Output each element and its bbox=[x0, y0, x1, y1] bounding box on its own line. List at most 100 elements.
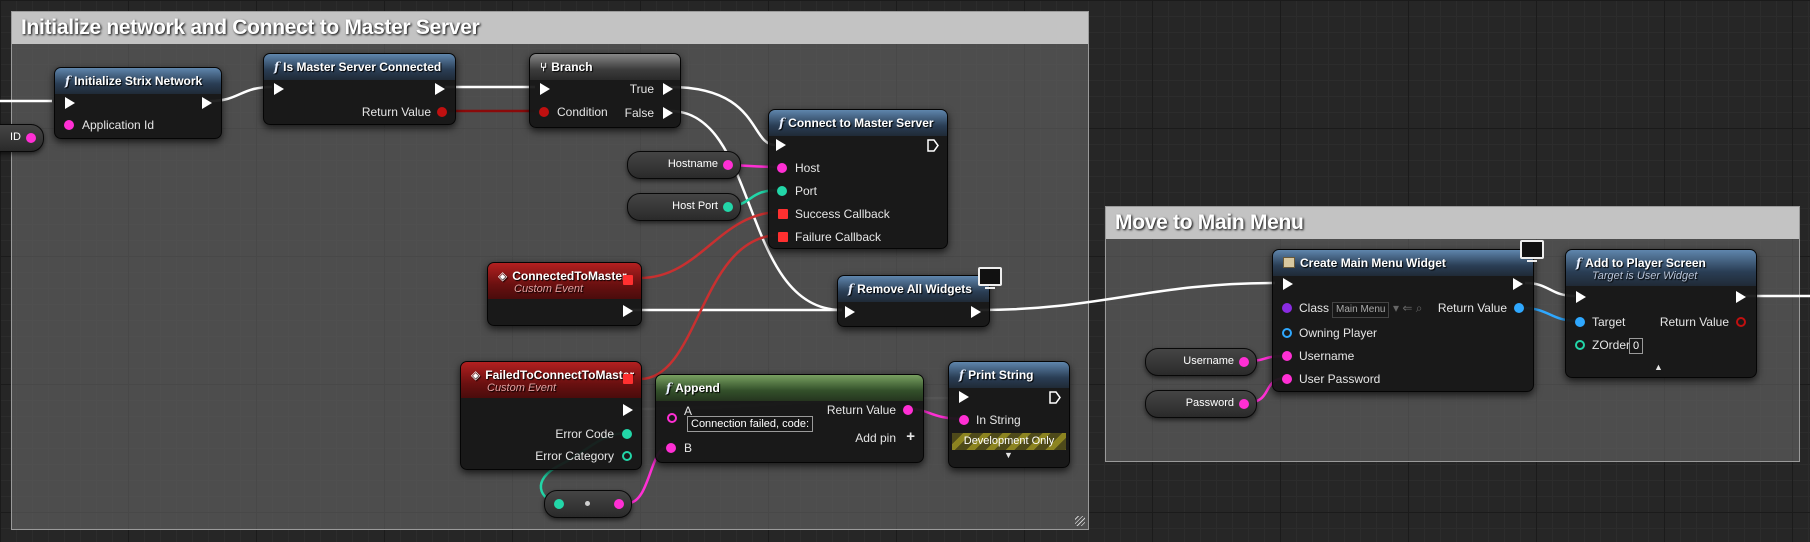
class-pin[interactable] bbox=[1282, 303, 1292, 313]
exec-true-pin[interactable] bbox=[663, 83, 673, 95]
pin-label: Return Value bbox=[826, 403, 896, 417]
string-pin[interactable] bbox=[614, 499, 624, 509]
exec-out-pin[interactable] bbox=[1049, 391, 1061, 404]
int-pin[interactable] bbox=[723, 202, 733, 212]
pin-label: Host bbox=[795, 161, 820, 175]
node-header: Create Main Menu Widget bbox=[1273, 250, 1533, 276]
string-pin[interactable] bbox=[666, 443, 676, 453]
object-pin[interactable] bbox=[1514, 303, 1524, 313]
exec-in-pin[interactable] bbox=[1576, 291, 1586, 303]
bool-pin[interactable] bbox=[539, 107, 549, 117]
exec-in-pin[interactable] bbox=[1283, 278, 1293, 290]
node-title: Branch bbox=[551, 60, 593, 74]
exec-out-pin[interactable] bbox=[435, 83, 445, 95]
pin-label: Owning Player bbox=[1299, 326, 1378, 340]
expand-arrow-icon[interactable]: ▲ bbox=[1654, 362, 1663, 372]
exec-in-pin[interactable] bbox=[274, 83, 284, 95]
bool-pin[interactable] bbox=[1736, 317, 1746, 327]
var-application-id[interactable]: ID bbox=[0, 124, 44, 152]
bool-pin[interactable] bbox=[437, 107, 447, 117]
node-create-main-menu-widget[interactable]: Create Main Menu Widget Class Main Menu … bbox=[1272, 249, 1534, 392]
function-icon: f bbox=[666, 381, 672, 395]
function-icon: f bbox=[959, 368, 965, 382]
string-pin[interactable] bbox=[777, 163, 787, 173]
var-host-port[interactable]: Host Port bbox=[627, 193, 741, 221]
pin-label: B bbox=[684, 441, 693, 455]
node-event-failed-to-connect[interactable]: ◈FailedToConnectToMaster Custom Event Er… bbox=[460, 361, 642, 470]
pin-label: Error Code bbox=[555, 427, 614, 441]
pin-label: Return Value bbox=[1659, 315, 1729, 329]
exec-out-pin[interactable] bbox=[1736, 291, 1746, 303]
node-subtitle: Custom Event bbox=[514, 283, 584, 295]
exec-out-pin[interactable] bbox=[1513, 278, 1523, 290]
int-pin[interactable] bbox=[1575, 340, 1585, 350]
pin-label: A bbox=[684, 404, 693, 418]
pin-label: Target bbox=[1592, 315, 1626, 329]
int-pin[interactable] bbox=[777, 186, 787, 196]
event-icon: ◈ bbox=[471, 368, 481, 382]
branch-icon: ⑂ bbox=[540, 60, 548, 74]
class-dropdown[interactable]: Main Menu bbox=[1332, 302, 1390, 318]
exec-out-pin[interactable] bbox=[623, 404, 633, 416]
string-pin[interactable] bbox=[1282, 351, 1292, 361]
node-title: Connect to Master Server bbox=[788, 116, 934, 130]
var-hostname[interactable]: Hostname bbox=[627, 151, 741, 179]
delegate-pin[interactable] bbox=[778, 232, 788, 242]
string-pin[interactable] bbox=[26, 133, 36, 143]
exec-out-pin[interactable] bbox=[623, 305, 633, 317]
int-pin[interactable] bbox=[554, 499, 564, 509]
delegate-pin[interactable] bbox=[623, 275, 633, 285]
exec-in-pin[interactable] bbox=[959, 391, 969, 403]
node-title: Remove All Widgets bbox=[857, 282, 972, 296]
client-only-monitor-icon bbox=[978, 267, 1002, 289]
exec-out-pin[interactable] bbox=[202, 97, 212, 109]
function-icon: f bbox=[1576, 256, 1582, 270]
string-pin[interactable] bbox=[903, 405, 913, 415]
zorder-input[interactable]: 0 bbox=[1629, 338, 1644, 354]
var-username[interactable]: Username bbox=[1145, 348, 1257, 376]
resize-grip[interactable] bbox=[1075, 516, 1085, 526]
exec-in-pin[interactable] bbox=[65, 97, 75, 109]
exec-out-pin[interactable] bbox=[927, 139, 939, 152]
enum-pin[interactable] bbox=[622, 451, 632, 461]
string-pin[interactable] bbox=[1282, 374, 1292, 384]
string-pin[interactable] bbox=[64, 120, 74, 130]
node-event-connected-to-master[interactable]: ◈ConnectedToMaster Custom Event bbox=[487, 262, 642, 326]
exec-out-pin[interactable] bbox=[971, 306, 981, 318]
delegate-pin[interactable] bbox=[778, 209, 788, 219]
string-pin[interactable] bbox=[1239, 399, 1249, 409]
class-picker-icons[interactable]: ▾ ⇐ ⌕ bbox=[1393, 301, 1423, 315]
pin-label: Return Value bbox=[361, 105, 431, 119]
string-pin[interactable] bbox=[667, 413, 677, 423]
node-branch[interactable]: ⑂Branch True Condition False bbox=[529, 53, 681, 128]
exec-in-pin[interactable] bbox=[776, 139, 786, 151]
string-pin[interactable] bbox=[723, 160, 733, 170]
pin-label: ZOrder bbox=[1592, 338, 1631, 352]
exec-false-pin[interactable] bbox=[663, 107, 673, 119]
delegate-pin[interactable] bbox=[623, 374, 633, 384]
add-pin-icon[interactable]: + bbox=[906, 428, 915, 445]
node-conversion[interactable] bbox=[544, 490, 632, 518]
object-pin[interactable] bbox=[1575, 317, 1585, 327]
var-password[interactable]: Password bbox=[1145, 390, 1257, 418]
exec-in-pin[interactable] bbox=[540, 83, 550, 95]
pin-label: Return Value bbox=[1437, 301, 1507, 315]
string-pin[interactable] bbox=[959, 415, 969, 425]
exec-in-pin[interactable] bbox=[845, 306, 855, 318]
string-pin[interactable] bbox=[1239, 357, 1249, 367]
append-a-input[interactable]: Connection failed, code: bbox=[687, 416, 814, 432]
object-pin[interactable] bbox=[1282, 328, 1292, 338]
add-pin-label[interactable]: Add pin bbox=[855, 431, 896, 445]
expand-arrow-icon[interactable]: ▼ bbox=[1004, 450, 1013, 460]
node-subtitle: Target is User Widget bbox=[1592, 270, 1698, 282]
int-pin[interactable] bbox=[622, 429, 632, 439]
pin-label: Error Category bbox=[535, 449, 614, 463]
